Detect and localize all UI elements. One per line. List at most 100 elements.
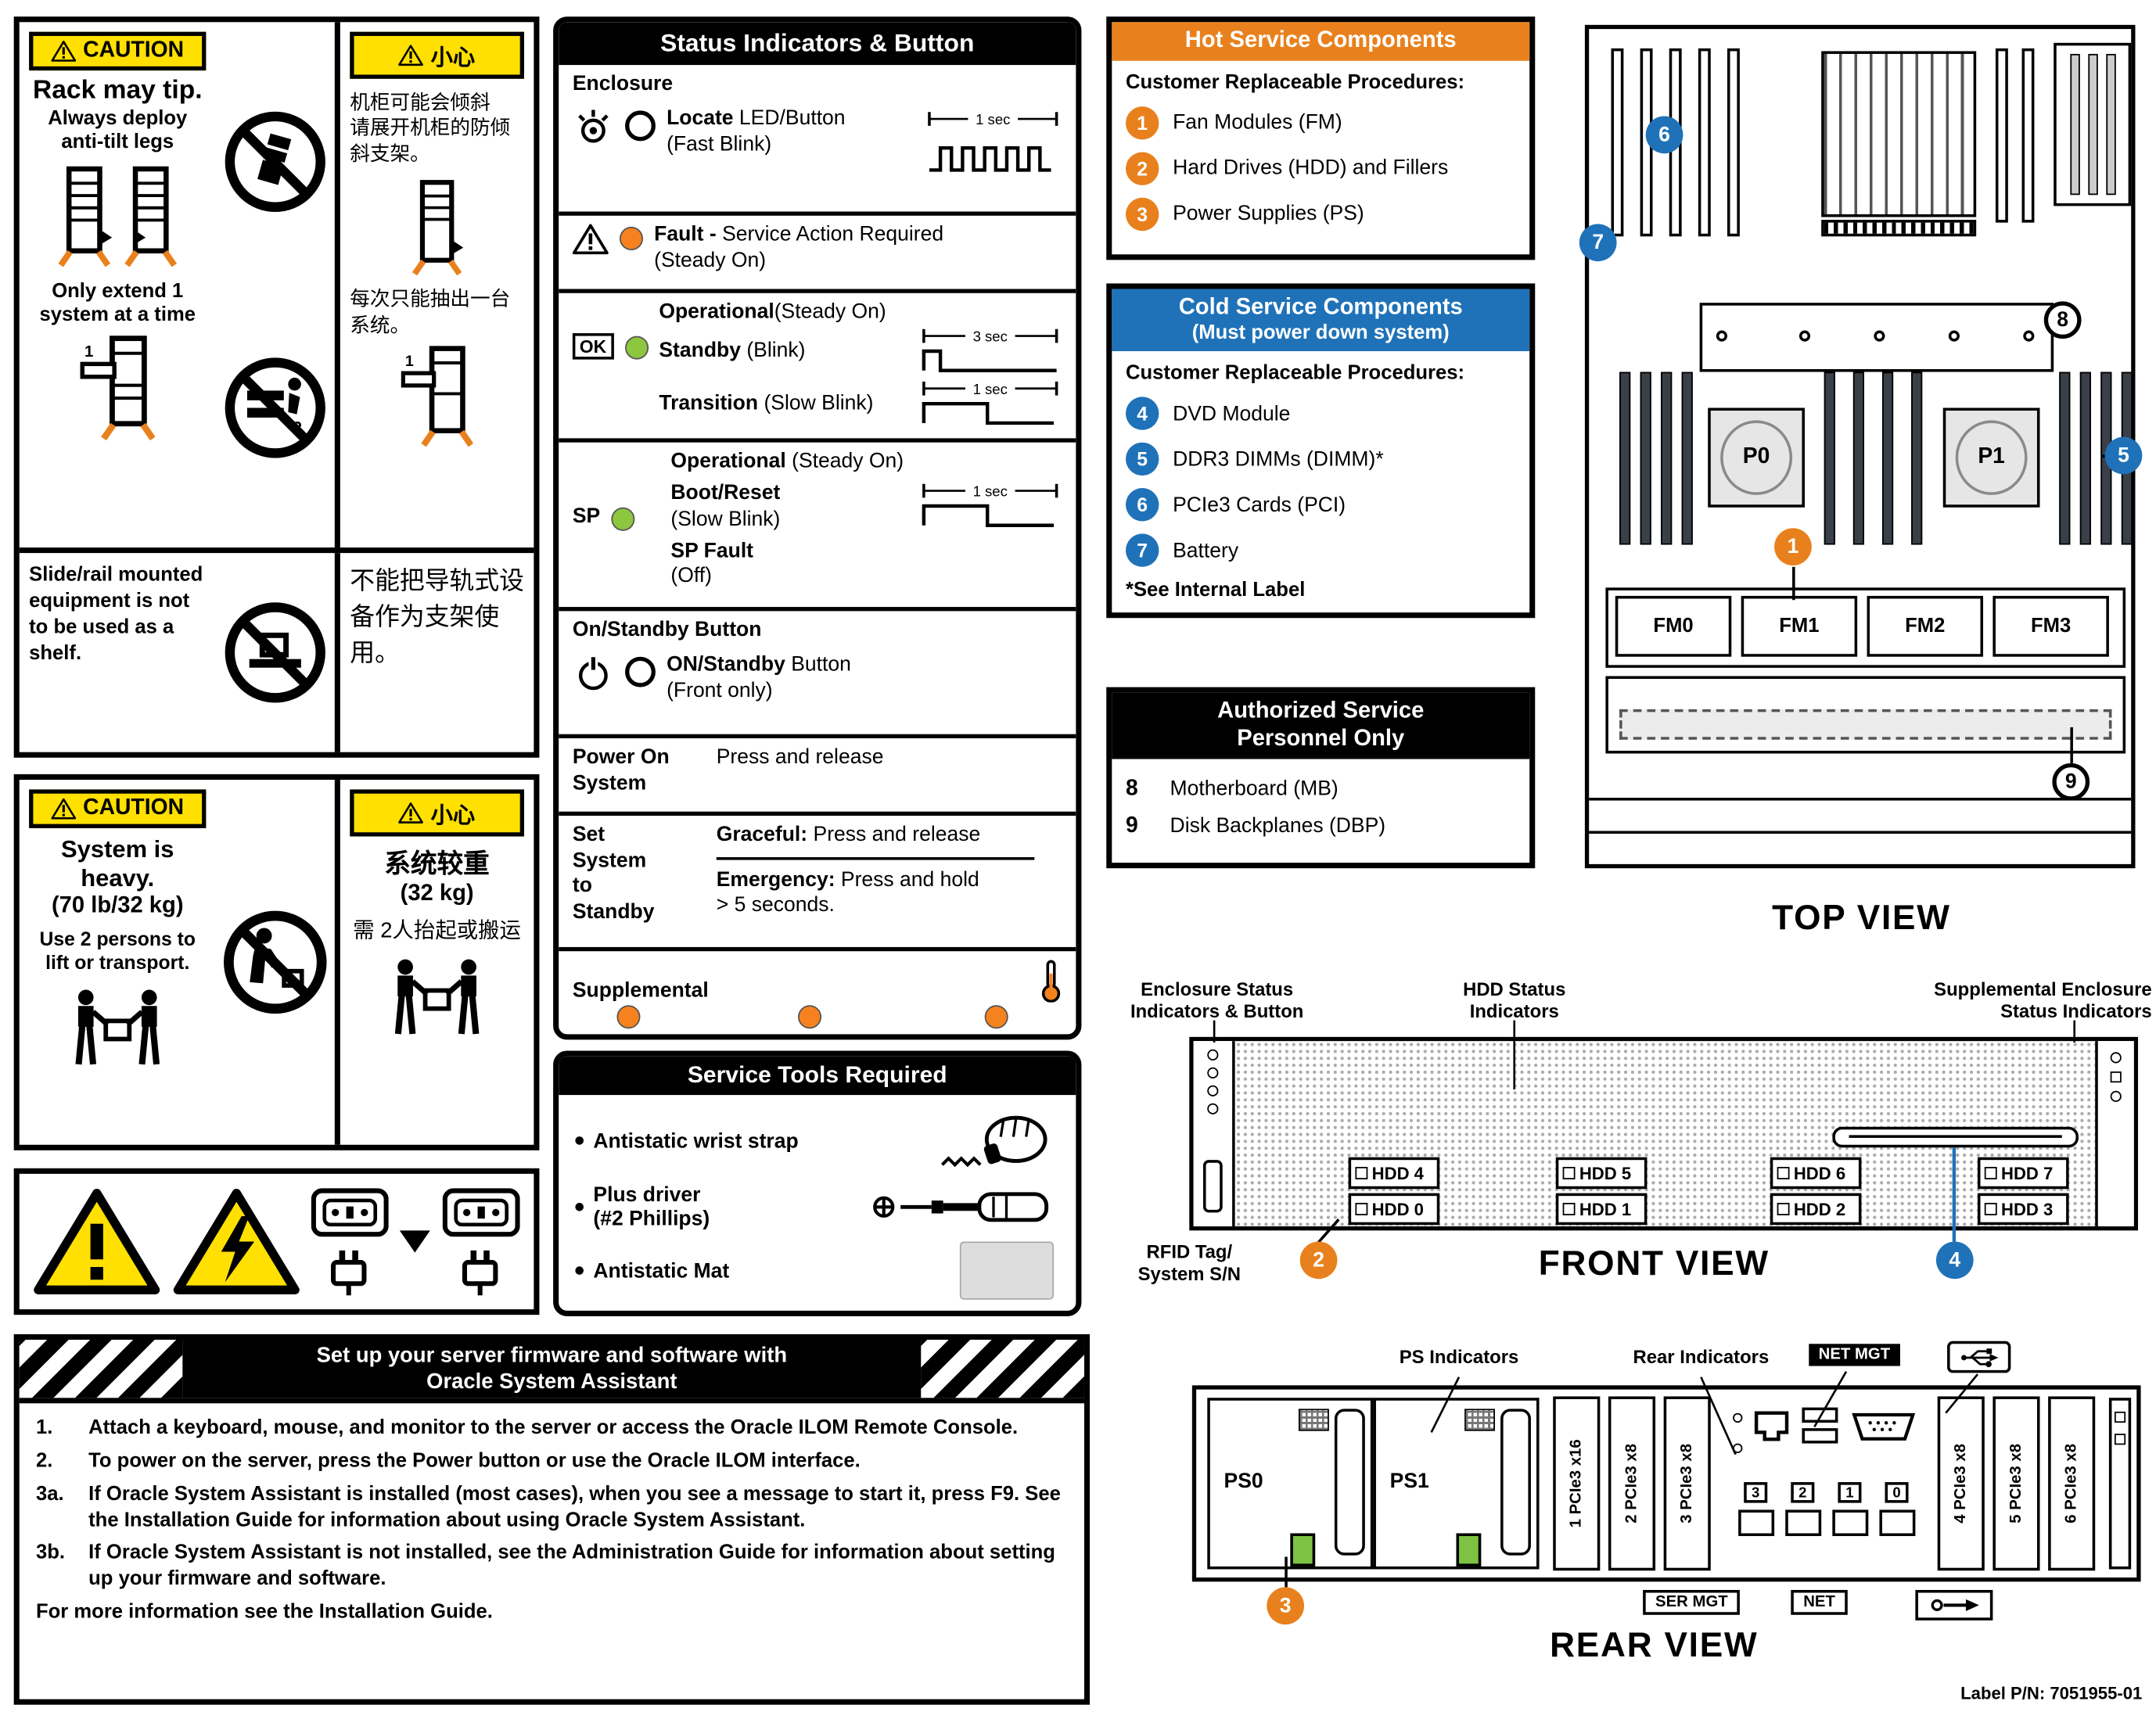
hot-service-item: 2 Hard Drives (HDD) and Fillers <box>1125 152 1516 185</box>
hot-service-panel: Hot Service Components Customer Replacea… <box>1106 16 1536 260</box>
enclosure-led <box>1207 1067 1219 1079</box>
pcie-slot-5: 5 PCIe3 x8 <box>1993 1396 2040 1571</box>
callout-8: 8 <box>2043 301 2082 339</box>
extend-one-system-text: Only extend 1 system at a time <box>39 281 196 327</box>
anti-tilt-rack-figure-zh <box>350 177 524 279</box>
transition-label: Transition <box>659 391 759 416</box>
cold-service-panel: Cold Service Components (Must power down… <box>1106 283 1536 619</box>
poweron-action: Press and release <box>716 745 884 769</box>
cold-service-item: 7 Battery <box>1125 533 1516 568</box>
tool-item-driver: Plus driver (#2 Phillips) <box>559 1178 1076 1236</box>
service-tools-panel: Service Tools Required Antistatic wrist … <box>553 1050 1082 1316</box>
callout-6: 6 <box>1645 116 1683 154</box>
step-number: 1. <box>35 1416 53 1440</box>
dimm-bank-left <box>1619 371 1693 545</box>
item-label: Disk Backplanes (DBP) <box>1170 814 1386 838</box>
pcie-slot-label: 6 PCIe3 x8 <box>2063 1443 2080 1524</box>
step-text: To power on the server, press the Power … <box>88 1450 861 1473</box>
pcie-slot-label: 4 PCIe3 x8 <box>1953 1443 1970 1524</box>
riser-connector <box>1821 220 1977 237</box>
set-standby-label: Set System to Standby <box>572 822 655 924</box>
net-port-jack <box>1879 1509 1916 1537</box>
enclosure-led <box>1207 1085 1219 1096</box>
assistant-header: Set up your server firmware and software… <box>19 1339 1084 1404</box>
rack-tip-zh2: 请展开机柜的防倾斜支架。 <box>350 117 511 166</box>
power-supply-label: Power Supply <box>746 1032 875 1034</box>
standby-sub: (Blink) <box>740 339 806 363</box>
assistant-title: Set up your server firmware and software… <box>182 1339 922 1398</box>
item-label: Power Supplies (PS) <box>1173 202 1364 226</box>
pcie-slot-label: 3 PCIe3 x8 <box>1679 1443 1696 1524</box>
hdd-label-text: HDD 6 <box>1793 1163 1846 1183</box>
item-number-badge: 2 <box>1125 152 1159 185</box>
rear-panel: PS0 PS1 1 PCIe3 x16 2 PCIe3 x8 3 PCIe3 x… <box>1191 1385 2141 1582</box>
item-label: Fan Modules (FM) <box>1173 110 1342 135</box>
cold-service-item: 4 DVD Module <box>1125 397 1516 431</box>
front-panel: HDD 4 HDD 5 HDD 6 HDD 7 HDD 0 HDD 1 HDD … <box>1189 1036 2139 1231</box>
rear-io-block: 3 2 1 0 <box>1730 1396 1924 1570</box>
disk-backplane <box>1619 709 2112 740</box>
sp-operational-label: Operational <box>670 449 786 473</box>
tool-item-wrist-strap: Antistatic wrist strap <box>559 1104 1076 1178</box>
hdd-label-text: HDD 7 <box>2001 1163 2054 1183</box>
pcie-slot-3: 3 PCIe3 x8 <box>1663 1396 1711 1571</box>
boot-blink-waveform: 1 sec <box>922 483 1058 527</box>
tool-label: Antistatic Mat <box>593 1258 730 1283</box>
fan-module-0: FM0 <box>1615 595 1732 657</box>
item-label: DVD Module <box>1173 401 1291 425</box>
step-number: 2. <box>35 1450 53 1473</box>
supplemental-led <box>2110 1090 2122 1102</box>
locate-button <box>625 110 656 142</box>
warning-triangle-icon <box>398 802 424 824</box>
power-symbol-icon <box>578 655 608 690</box>
hot-service-item: 1 Fan Modules (FM) <box>1125 106 1516 140</box>
step-text: If Oracle System Assistant is installed … <box>88 1483 1061 1531</box>
cpu-p0: P0 <box>1708 407 1805 508</box>
supplemental-led <box>2110 1071 2122 1083</box>
heavy-title-en: System is heavy. <box>61 834 174 892</box>
assistant-step: 3a. If Oracle System Assistant is instal… <box>36 1482 1068 1534</box>
operational-label: Operational <box>659 300 774 324</box>
rear-view-title: REAR VIEW <box>1550 1625 1759 1665</box>
heavy-title-zh: 系统较重 <box>384 850 490 880</box>
fan-label: FM0 <box>1653 615 1694 637</box>
graceful-action: Press and release <box>807 822 981 846</box>
pull-direction-badge <box>1915 1589 1993 1620</box>
plug-icon <box>330 1250 367 1296</box>
hdd-bay-label: HDD 4 <box>1348 1157 1440 1190</box>
divider <box>716 856 1035 860</box>
pcie-slot-6: 6 PCIe3 x8 <box>2048 1396 2096 1571</box>
status-panel-title: Status Indicators & Button <box>559 22 1076 66</box>
ok-led <box>624 336 649 360</box>
hdd-bay-label: HDD 7 <box>1977 1157 2069 1190</box>
cold-service-title-line2: (Must power down system) <box>1191 321 1450 344</box>
pcie-slots-left-group: 1 PCIe3 x16 2 PCIe3 x8 3 PCIe3 x8 <box>1553 1396 1711 1571</box>
power-cord-group-2 <box>442 1188 520 1296</box>
caution-header-zh-text: 小心 <box>430 47 476 71</box>
hdd-label-text: HDD 4 <box>1371 1163 1424 1183</box>
bezel-line <box>1589 798 2132 801</box>
drive-cage <box>1605 676 2126 754</box>
net-badge: NET <box>1791 1589 1848 1615</box>
onstandby-section: On/Standby Button ON/Standby Button (Fro… <box>559 606 1076 734</box>
hdd-led <box>1984 1167 1997 1179</box>
no-shelf-prohibition-icon <box>225 602 325 703</box>
hazard-icons-panel <box>13 1168 540 1315</box>
ok-section: OK Operational(Steady On) Standby (Blink… <box>559 289 1076 437</box>
fan-label: FM3 <box>2031 615 2072 637</box>
front-label-hdd-status: HDD Status Indicators <box>1463 978 1566 1022</box>
caution-heavy-en-column: CAUTION System is heavy. (70 lb/32 kg) U… <box>20 780 216 1145</box>
ps-release-clip <box>1290 1533 1316 1567</box>
front-view-diagram: Enclosure Status Indicators & Button HDD… <box>1106 971 2152 1327</box>
power-inlet-icon <box>311 1188 389 1237</box>
rack-tip-title: Rack may tip. <box>32 76 203 106</box>
two-person-lift-icon <box>394 959 480 1035</box>
assistant-steps: 1. Attach a keyboard, mouse, and monitor… <box>20 1403 1084 1625</box>
fan-module-label: Fan Module <box>575 1032 683 1034</box>
step-text: Attach a keyboard, mouse, and monitor to… <box>88 1416 1019 1440</box>
bullet-icon <box>575 1202 584 1211</box>
locate-sub: (Fast Blink) <box>667 132 772 156</box>
net-port-jack <box>1832 1509 1869 1537</box>
top-view-diagram: P0 P1 FM0 FM1 FM2 FM3 <box>1576 16 2146 951</box>
item-number-badge: 7 <box>1125 533 1159 568</box>
